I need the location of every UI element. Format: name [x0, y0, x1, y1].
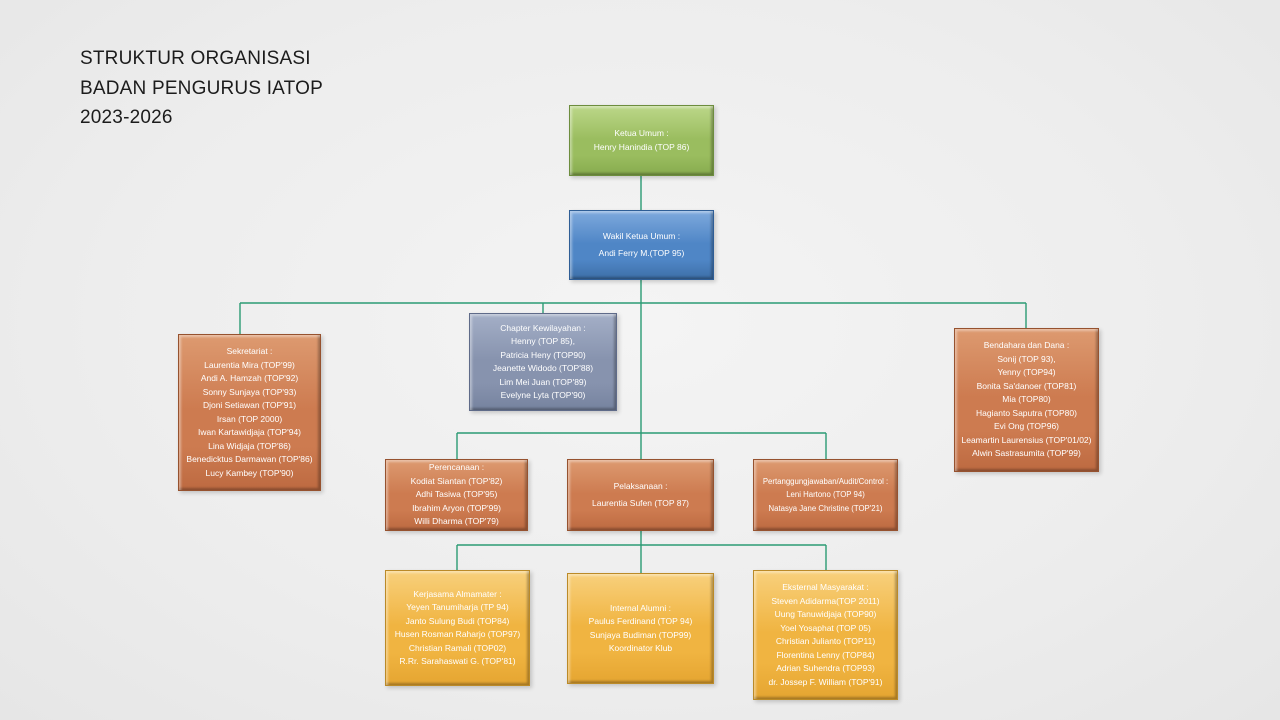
org-node-ketua-umum-text: Ketua Umum : Henry Hanindia (TOP 86)	[593, 128, 690, 152]
org-node-pertanggungjawaban-text: Pertanggungjawaban/Audit/Control : Leni …	[762, 476, 889, 513]
org-node-ketua-umum: Ketua Umum : Henry Hanindia (TOP 86)	[569, 105, 714, 176]
org-node-bendahara-dana-text: Bendahara dan Dana : Sonij (TOP 93), Yen…	[961, 340, 1092, 459]
org-node-eksternal-masyarakat-text: Eksternal Masyarakat : Steven Adidarma(T…	[768, 582, 883, 687]
org-node-wakil-ketua-umum-text: Wakil Ketua Umum : Andi Ferry M.(TOP 95)	[598, 231, 685, 258]
org-node-pertanggungjawaban-audit-control: Pertanggungjawaban/Audit/Control : Leni …	[753, 459, 898, 531]
org-node-chapter-kewilayahan: Chapter Kewilayahan : Henny (TOP 85), Pa…	[469, 313, 617, 411]
org-node-perencanaan-text: Perencanaan : Kodiat Siantan (TOP'82) Ad…	[410, 462, 503, 527]
org-node-kerjasama-almamater-text: Kerjasama Almamater : Yeyen Tanumiharja …	[394, 588, 521, 667]
org-node-eksternal-masyarakat: Eksternal Masyarakat : Steven Adidarma(T…	[753, 570, 898, 700]
org-node-kerjasama-almamater: Kerjasama Almamater : Yeyen Tanumiharja …	[385, 570, 530, 686]
org-node-pelaksanaan-text: Pelaksanaan : Laurentia Sufen (TOP 87)	[591, 481, 690, 508]
org-node-perencanaan: Perencanaan : Kodiat Siantan (TOP'82) Ad…	[385, 459, 528, 531]
org-node-internal-alumni: Internal Alumni : Paulus Ferdinand (TOP …	[567, 573, 714, 684]
page-title: STRUKTUR ORGANISASI BADAN PENGURUS IATOP…	[80, 48, 323, 128]
org-node-internal-alumni-text: Internal Alumni : Paulus Ferdinand (TOP …	[588, 602, 693, 654]
org-node-pelaksanaan: Pelaksanaan : Laurentia Sufen (TOP 87)	[567, 459, 714, 531]
org-node-sekretariat: Sekretariat : Laurentia Mira (TOP'99) An…	[178, 334, 321, 491]
org-node-wakil-ketua-umum: Wakil Ketua Umum : Andi Ferry M.(TOP 95)	[569, 210, 714, 280]
org-node-bendahara-dana: Bendahara dan Dana : Sonij (TOP 93), Yen…	[954, 328, 1099, 472]
org-node-sekretariat-text: Sekretariat : Laurentia Mira (TOP'99) An…	[186, 346, 313, 478]
org-node-chapter-kewilayahan-text: Chapter Kewilayahan : Henny (TOP 85), Pa…	[492, 322, 594, 401]
